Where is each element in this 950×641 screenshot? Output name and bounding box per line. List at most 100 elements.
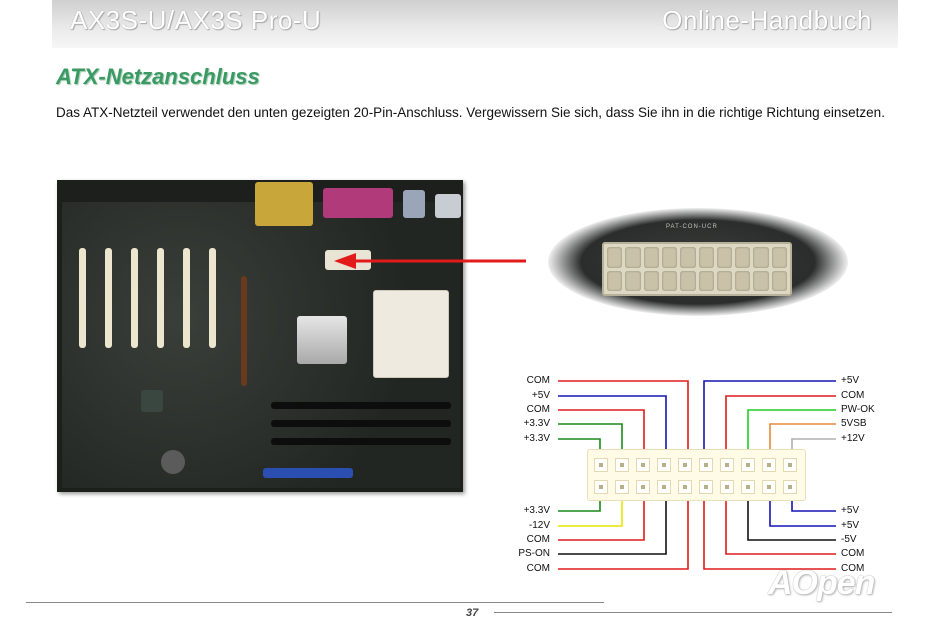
photo-pin <box>643 270 659 291</box>
pin-label-left: COM <box>526 375 550 386</box>
pin-label-left: -12V <box>528 520 550 531</box>
wire-right-bottom <box>725 499 836 555</box>
serial-port-connector <box>255 182 313 226</box>
ps2-port-connector <box>435 194 461 218</box>
wire-left-bottom <box>558 499 645 541</box>
wire-right-bottom <box>769 499 836 527</box>
pin-label-left: COM <box>526 534 550 545</box>
pin-label-right: COM <box>841 548 865 559</box>
pin-label-right: 5VSB <box>841 418 867 429</box>
photo-pin <box>680 270 696 291</box>
usb-port-connector <box>403 190 425 218</box>
photo-pin <box>698 247 714 268</box>
connector-pin <box>699 458 713 472</box>
pin-label-left: +3.3V <box>523 418 550 429</box>
atx-plug-photo <box>602 242 792 296</box>
motherboard-image <box>57 180 463 492</box>
pci-slot <box>79 248 86 348</box>
pin-label-right: COM <box>841 390 865 401</box>
aopen-logo: AOpen <box>768 564 875 602</box>
pci-slot <box>183 248 190 348</box>
wire-left-bottom <box>558 499 623 527</box>
photo-pin <box>735 247 751 268</box>
footer-divider <box>26 602 604 603</box>
pin-contact <box>767 463 771 467</box>
pin-contact <box>641 485 645 489</box>
wire-left-top <box>558 423 623 449</box>
connector-pin <box>678 458 692 472</box>
pci-slot <box>157 248 164 348</box>
pci-slot <box>131 248 138 348</box>
photo-pin <box>607 270 623 291</box>
pin-label-left: COM <box>526 404 550 415</box>
connector-pin <box>783 480 797 494</box>
connector-pin <box>636 480 650 494</box>
connector-pin <box>657 458 671 472</box>
pin-label-right: COM <box>841 563 865 574</box>
page-number: 37 <box>466 607 479 619</box>
pin-contact <box>788 485 792 489</box>
wire-right-bottom <box>703 499 836 570</box>
connector-pin <box>594 480 608 494</box>
photo-pin <box>661 270 678 291</box>
footer-divider <box>494 612 892 613</box>
pin-label-right: +5V <box>841 375 860 386</box>
wire-right-top <box>725 395 836 449</box>
connector-pin <box>615 458 629 472</box>
pin-label-right: PW-OK <box>841 404 875 415</box>
photo-pin <box>643 247 659 268</box>
pci-slot <box>209 248 216 348</box>
page-header: AX3S-U/AX3S Pro-U Online-Handbuch <box>52 0 898 48</box>
pin-label-right: +5V <box>841 505 860 516</box>
pin-contact <box>788 463 792 467</box>
pci-slot <box>105 248 112 348</box>
connector-pin <box>636 458 650 472</box>
connector-pin <box>762 458 776 472</box>
wire-left-top <box>558 380 689 449</box>
wire-left-top <box>558 395 667 449</box>
pointer-arrow <box>334 253 526 269</box>
photo-pin <box>661 247 678 268</box>
ide-connector <box>263 468 353 478</box>
photo-pin <box>716 270 733 291</box>
pin-contact <box>683 463 687 467</box>
connector-pin <box>678 480 692 494</box>
photo-pin <box>607 247 623 268</box>
photo-pin <box>716 247 733 268</box>
photo-pin <box>680 247 696 268</box>
section-intro: Das ATX-Netzteil verwendet den unten gez… <box>56 105 885 120</box>
dimm-slot <box>271 420 451 427</box>
connector-pin <box>783 458 797 472</box>
wire-right-top <box>747 409 836 449</box>
agp-slot <box>241 276 247 386</box>
pin-contact <box>641 463 645 467</box>
pin-contact <box>746 463 750 467</box>
photo-pin <box>625 270 641 291</box>
pin-contact <box>620 463 624 467</box>
photo-pin <box>753 270 769 291</box>
connector-pin <box>720 480 734 494</box>
connector-pin <box>594 458 608 472</box>
pin-label-left: +5V <box>531 390 550 401</box>
wire-left-top <box>558 438 601 449</box>
wire-right-top <box>791 438 836 449</box>
pin-label-left: +3.3V <box>523 505 550 516</box>
wire-left-top <box>558 409 645 449</box>
connector-pin <box>741 458 755 472</box>
wire-right-top <box>703 380 836 449</box>
connector-pin <box>720 458 734 472</box>
pin-contact <box>662 485 666 489</box>
atx-20pin-connector-diagram <box>587 449 806 501</box>
manual-type-title: Online-Handbuch <box>662 5 872 35</box>
wire-left-bottom <box>558 499 689 570</box>
pin-label-left: PS-ON <box>518 548 550 559</box>
bios-chip <box>141 390 163 412</box>
pin-contact <box>704 463 708 467</box>
photo-pin <box>771 270 787 291</box>
photo-pin <box>735 270 751 291</box>
photo-pin <box>771 247 787 268</box>
wire-right-top <box>769 423 836 449</box>
dimm-slot <box>271 402 451 409</box>
pin-contact <box>662 463 666 467</box>
